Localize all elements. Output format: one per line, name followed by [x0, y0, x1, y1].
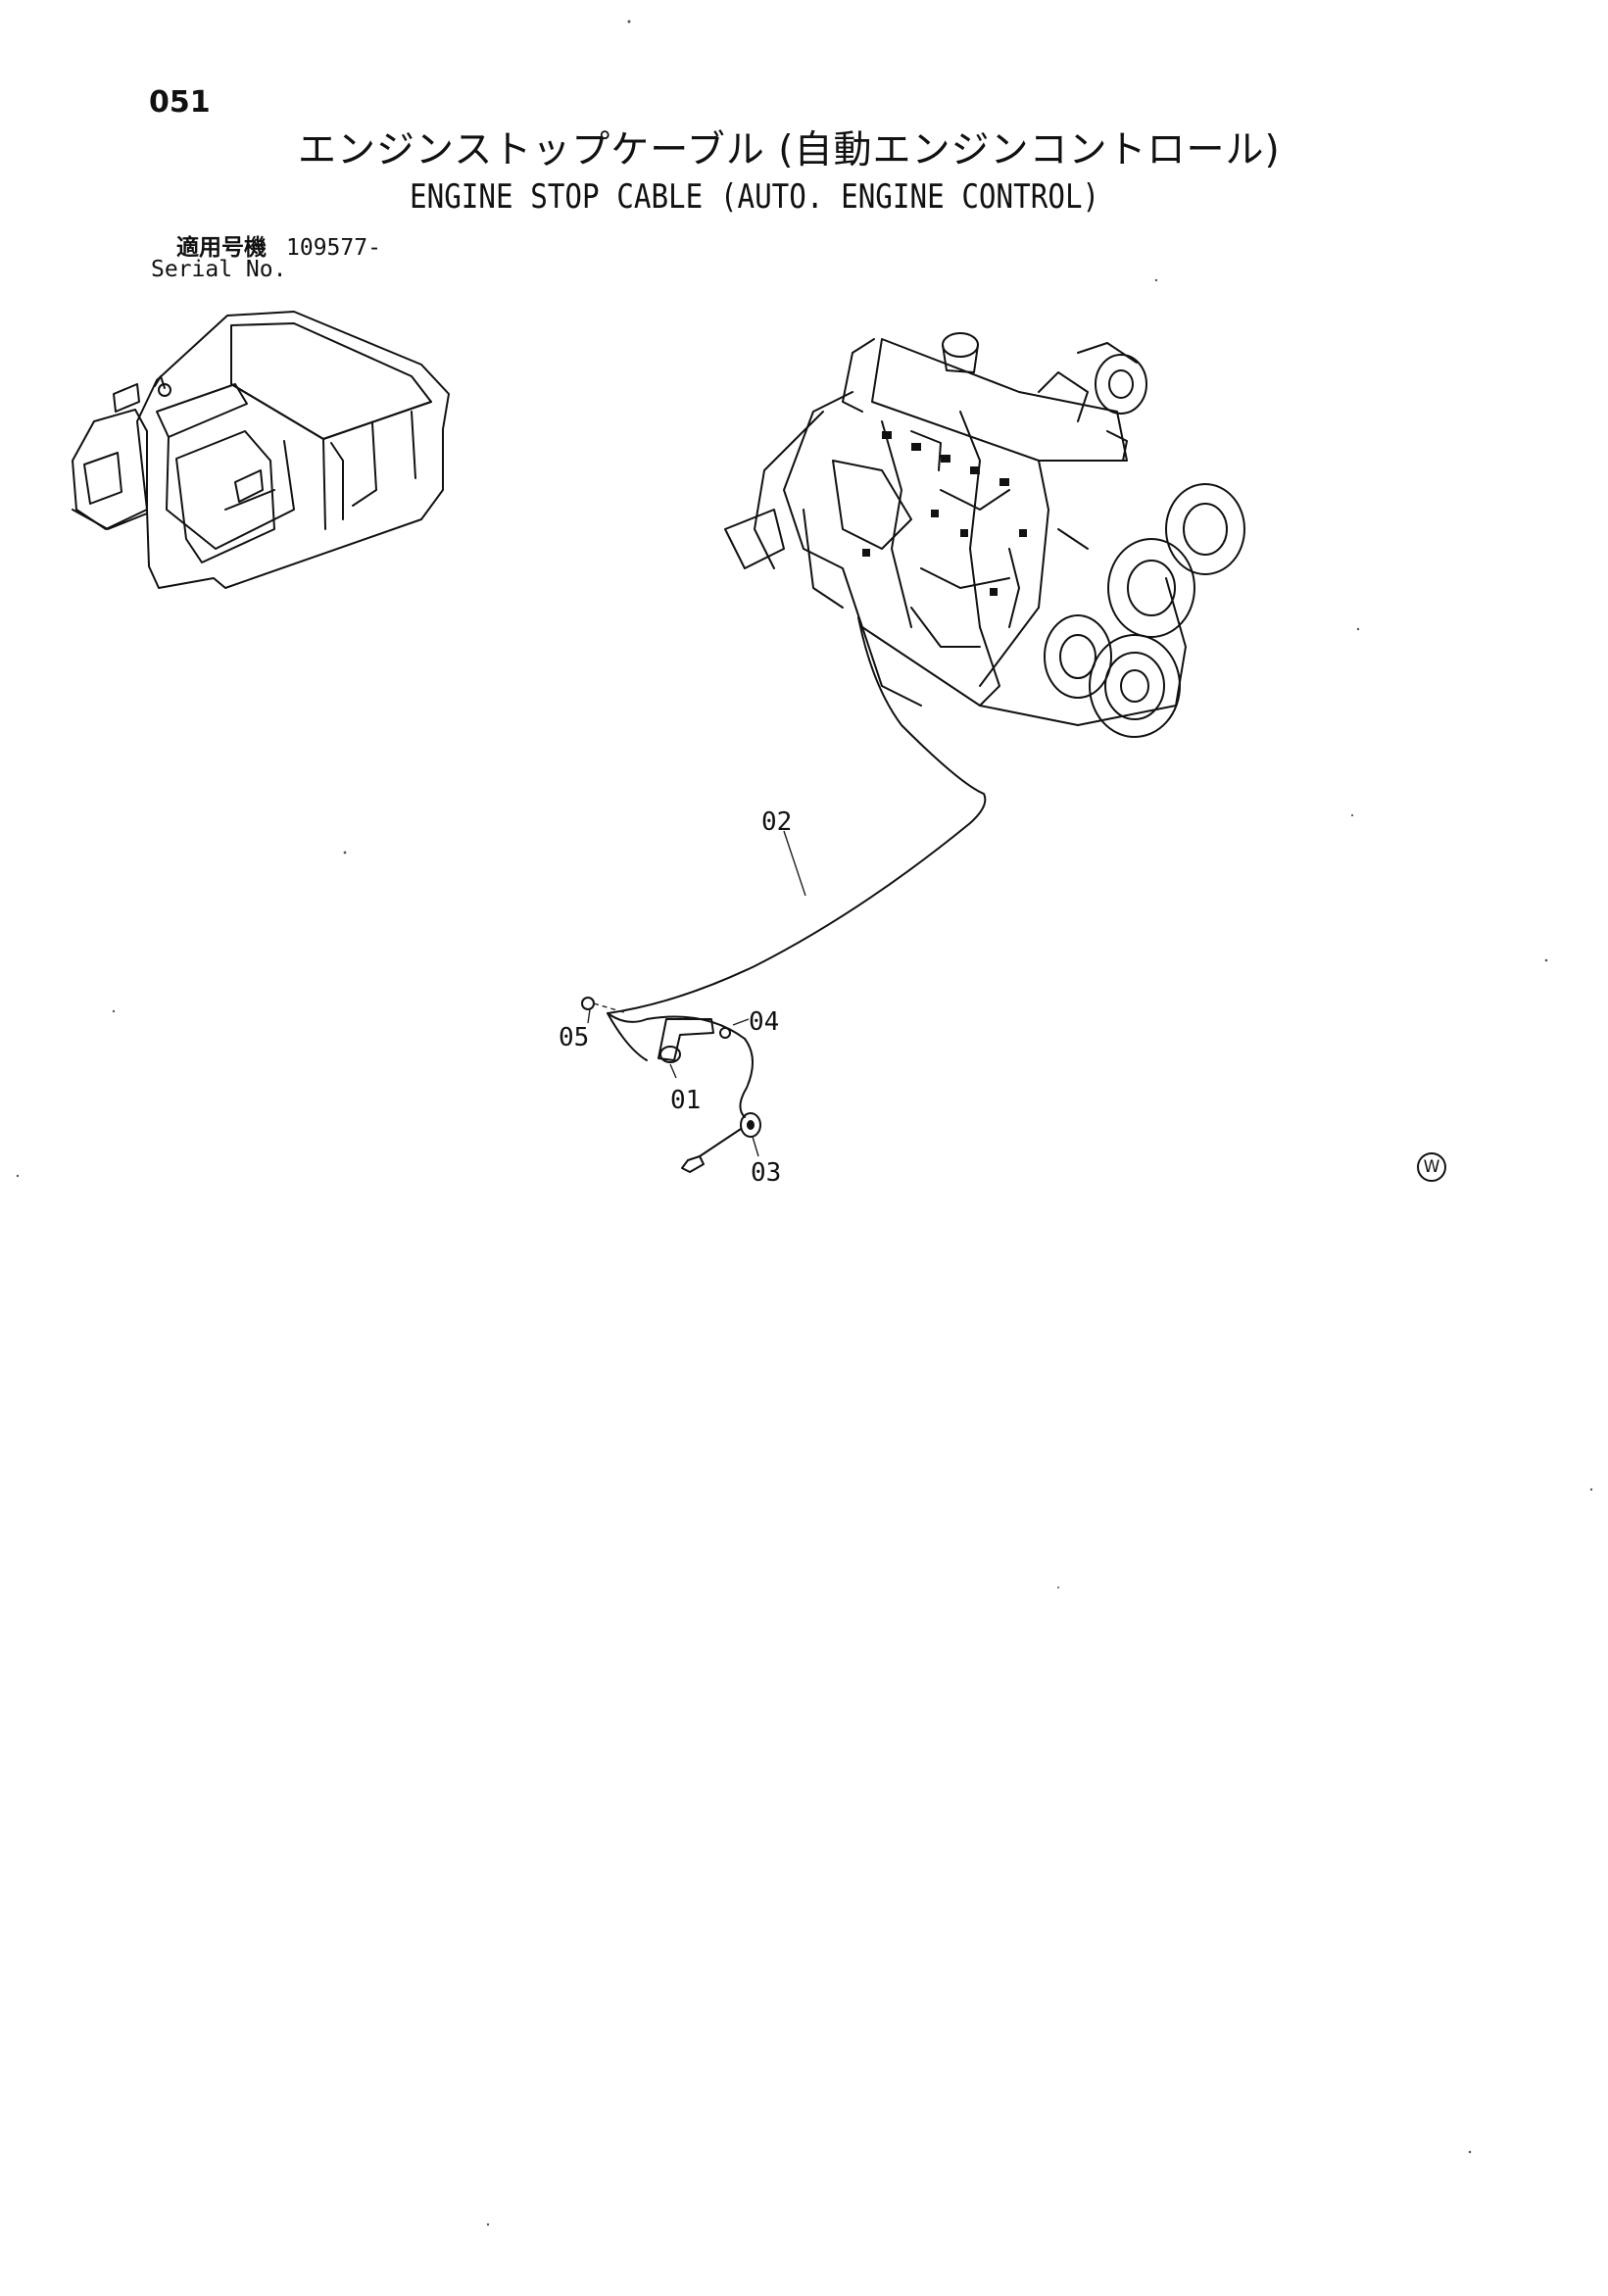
- leader-lines: [587, 830, 806, 1157]
- callout-03: 03: [751, 1158, 782, 1188]
- serial-label-japanese: 適用号機: [176, 235, 267, 261]
- callout-05: 05: [559, 1023, 590, 1052]
- callout-04: 04: [749, 1007, 780, 1037]
- nut-part-04: [719, 1027, 731, 1039]
- bracket-part-01: [658, 1018, 714, 1063]
- engine-stop-cable: [607, 616, 987, 1118]
- excavator-cab-icon: [72, 311, 450, 589]
- bolt-part-05: [581, 997, 628, 1014]
- callout-01: 01: [670, 1086, 702, 1115]
- serial-label-english: Serial No.: [151, 257, 287, 282]
- page-title-japanese: エンジンストップケーブル (自動エンジンコントロール): [298, 128, 1281, 172]
- callout-02: 02: [761, 807, 793, 837]
- serial-number-value: 109577-: [286, 235, 381, 261]
- page-title-english: ENGINE STOP CABLE (AUTO. ENGINE CONTROL): [410, 177, 1100, 217]
- engine-assembly-icon: [724, 332, 1245, 738]
- w-mark-icon: W: [1417, 1152, 1446, 1182]
- page-number: 051: [149, 85, 211, 120]
- scan-specks: [16, 20, 1593, 2226]
- clip-part-03: [681, 1112, 761, 1173]
